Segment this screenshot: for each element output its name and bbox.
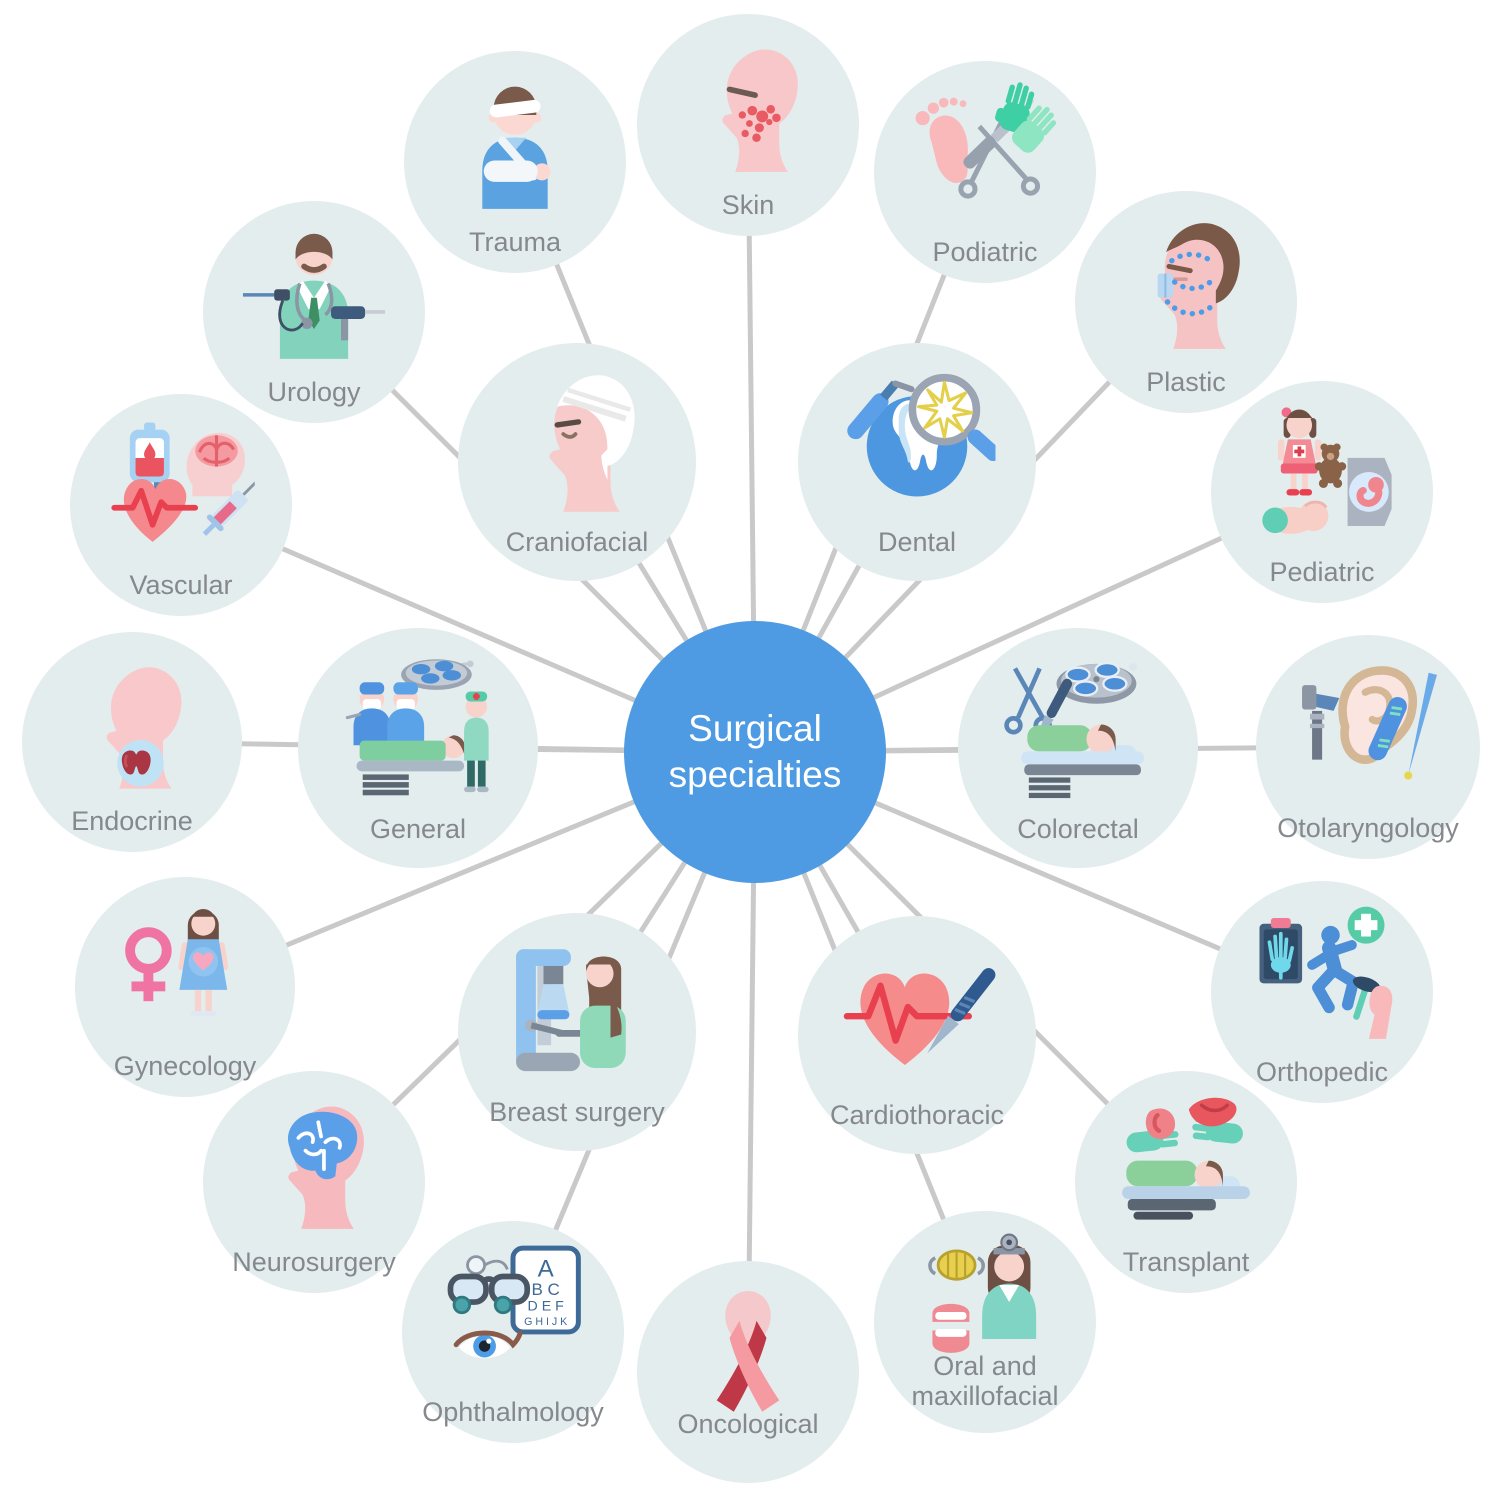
node-label: Craniofacial (505, 527, 649, 557)
node-label: Otolaryngology (1277, 813, 1459, 843)
mammography-icon (516, 949, 626, 1072)
node-label: Cardiothoracic (829, 1100, 1005, 1130)
node-label: Podiatric (932, 237, 1038, 267)
node-endocrine[interactable]: Endocrine (22, 632, 242, 852)
node-label: Transplant (1122, 1247, 1250, 1277)
heart-scalpel-icon (843, 968, 996, 1066)
node-label: Gynecology (113, 1051, 257, 1081)
node-label: Endocrine (71, 806, 193, 836)
vascular-icon (111, 422, 255, 542)
node-neurosurgery[interactable]: Neurosurgery (203, 1071, 425, 1293)
injured-patient-icon (482, 86, 551, 209)
node-vascular[interactable]: Vascular (70, 394, 292, 616)
node-label: Plastic (1146, 367, 1226, 397)
node-label: Pediatric (1269, 557, 1375, 587)
pediatric-icon (1262, 407, 1392, 534)
node-pediatric[interactable]: Pediatric (1211, 381, 1433, 603)
transplant-icon (1122, 1097, 1250, 1220)
eye-chart-row: B C (531, 1280, 559, 1299)
node-otolaryngology[interactable]: Otolaryngology (1256, 635, 1480, 859)
node-cardiothoracic[interactable]: Cardiothoracic (798, 916, 1036, 1154)
node-oncological[interactable]: Oncological (637, 1261, 859, 1483)
gynecology-icon (125, 908, 229, 1017)
node-urology[interactable]: Urology (203, 201, 425, 423)
node-label: Oral and maxillofacial (911, 1351, 1059, 1411)
eye-chart-row: G H I J K (524, 1316, 567, 1328)
node-label: Neurosurgery (232, 1247, 396, 1277)
orthopedic-icon (1259, 906, 1393, 1039)
center-title-line2: specialties (668, 754, 842, 795)
node-orthopedic[interactable]: Orthopedic (1211, 881, 1433, 1103)
head-acne-icon (722, 49, 798, 172)
awareness-ribbon-icon (716, 1290, 780, 1412)
node-plastic[interactable]: Plastic (1075, 191, 1297, 413)
center-hub[interactable]: Surgical specialties (624, 621, 886, 883)
node-label: General (369, 814, 467, 844)
dentist-icon (928, 1233, 1037, 1353)
ear-otoscope-icon (1302, 666, 1437, 780)
node-label: Dental (877, 527, 957, 557)
node-label: Breast surgery (489, 1097, 665, 1127)
node-ophthalmology[interactable]: A B C D E F G H I J K Ophthalmology (402, 1221, 624, 1443)
plastic-surgery-face-icon (1157, 223, 1240, 349)
node-skin[interactable]: Skin (637, 14, 859, 236)
node-label: Skin (721, 190, 775, 220)
surgery-table-icon (1004, 661, 1145, 798)
bandaged-head-icon (549, 375, 635, 513)
node-transplant[interactable]: Transplant (1075, 1071, 1297, 1293)
node-podiatric[interactable]: Podiatric (874, 61, 1096, 283)
eye-chart-row: D E F (528, 1299, 565, 1315)
node-label: Colorectal (1017, 814, 1139, 844)
tooth-magnifier-icon (847, 374, 996, 497)
node-label: Trauma (468, 227, 562, 257)
node-breast-surgery[interactable]: Breast surgery (458, 913, 696, 1151)
foot-instruments-icon (915, 82, 1057, 199)
node-craniofacial[interactable]: Craniofacial (458, 343, 696, 581)
node-label: Oncological (677, 1409, 819, 1439)
node-trauma[interactable]: Trauma (404, 51, 626, 273)
eye-chart-row: A (538, 1255, 555, 1282)
node-colorectal[interactable]: Colorectal (958, 628, 1198, 868)
node-dental[interactable]: Dental (798, 343, 1036, 581)
node-gynecology[interactable]: Gynecology (75, 877, 295, 1097)
node-label: Urology (267, 377, 361, 407)
node-oral-maxillofacial[interactable]: Oral and maxillofacial (874, 1211, 1096, 1433)
node-label: Orthopedic (1255, 1057, 1389, 1087)
brain-head-icon (287, 1106, 364, 1229)
urologist-icon (242, 233, 386, 359)
operating-room-icon (345, 658, 489, 795)
node-label: Ophthalmology (422, 1397, 604, 1427)
center-title-line1: Surgical (688, 708, 822, 749)
eye-exam-icon: A B C D E F G H I J K (447, 1245, 581, 1359)
thyroid-icon (106, 667, 182, 789)
node-label: Vascular (129, 570, 233, 600)
node-general[interactable]: General (298, 628, 538, 868)
